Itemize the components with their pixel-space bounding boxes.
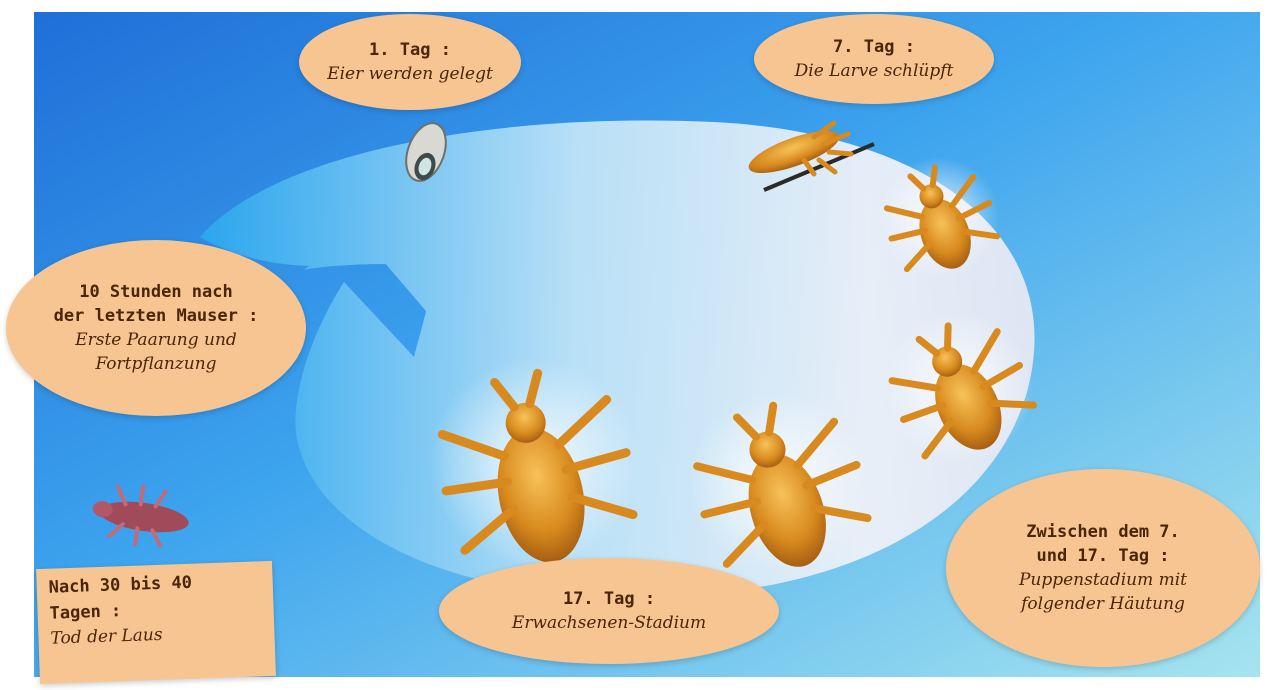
stage-death-card: Nach 30 bis 40 Tagen : Tod der Laus — [36, 561, 276, 684]
stage-day1-bubble: 1. Tag : Eier werden gelegt — [299, 14, 521, 110]
stage-day17-bubble: 17. Tag : Erwachsenen-Stadium — [439, 558, 779, 664]
stage-title: 17. Tag : — [563, 587, 655, 611]
stage-description: Eier werden gelegt — [327, 62, 493, 86]
stage-between-bubble: Zwischen dem 7. und 17. Tag : Puppenstad… — [946, 469, 1260, 667]
stage-description: Erwachsenen-Stadium — [512, 611, 706, 635]
stage-mating-bubble: 10 Stunden nach der letzten Mauser : Ers… — [6, 240, 306, 416]
stage-description: Erste Paarung und Fortpflanzung — [75, 328, 237, 376]
stage-day7-bubble: 7. Tag : Die Larve schlüpft — [754, 14, 994, 104]
stage-title: 1. Tag : — [369, 38, 451, 62]
stage-title: Zwischen dem 7. und 17. Tag : — [1026, 520, 1180, 568]
stage-title: 10 Stunden nach der letzten Mauser : — [54, 280, 259, 328]
lifecycle-diagram: 1. Tag : Eier werden gelegt 7. Tag : Die… — [34, 12, 1260, 677]
stage-description: Die Larve schlüpft — [795, 59, 954, 83]
stage-description: Puppenstadium mit folgender Häutung — [1019, 568, 1187, 616]
stage-title: Nach 30 bis 40 Tagen : — [48, 567, 262, 626]
stage-title: 7. Tag : — [833, 35, 915, 59]
